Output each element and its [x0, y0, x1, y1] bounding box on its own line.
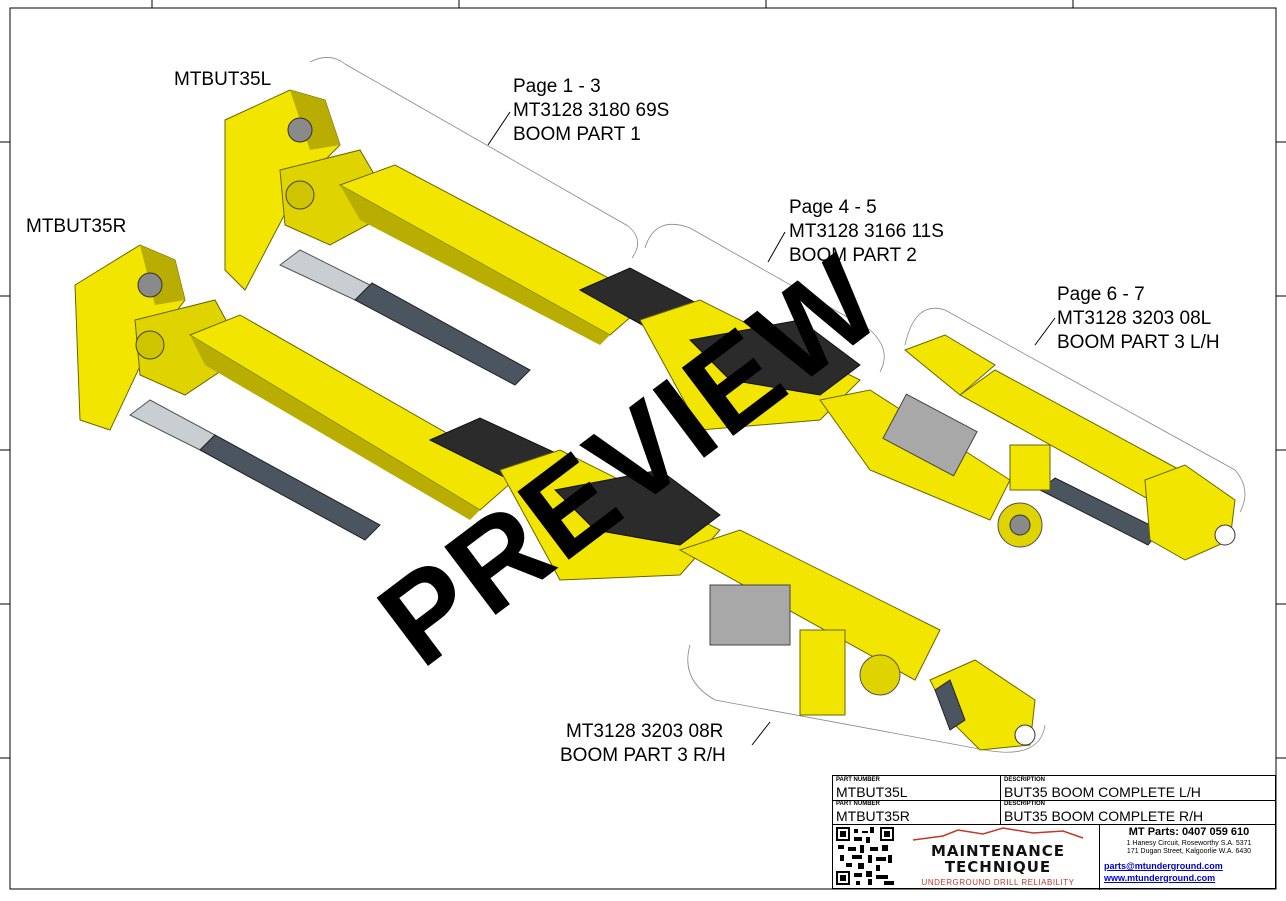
contact-address-1: 1 Hanesy Circuit, Roseworthy S.A. 5371 — [1126, 840, 1252, 847]
logo-line-1: MAINTENANCE — [930, 842, 1066, 860]
contact-phone: MT Parts: 0407 059 610 — [1128, 826, 1250, 838]
part1-pages: Page 1 - 3 — [513, 76, 601, 97]
assembly-label-right: MTBUT35R — [26, 216, 127, 237]
part2-name: BOOM PART 2 — [789, 245, 917, 266]
description-label: DESCRIPTION — [1004, 801, 1046, 807]
part3-lh-bracket — [904, 307, 1246, 513]
email-link[interactable]: parts@mtunderground.com — [1104, 861, 1223, 871]
logo-tagline: UNDERGROUND DRILL RELIABILITY — [921, 878, 1075, 887]
boom-left-assembly — [224, 89, 1043, 548]
part3-lh-number: MT3128 3203 08L — [1057, 308, 1212, 329]
drawing-frame — [9, 7, 1277, 890]
boom-right-assembly — [74, 244, 1036, 751]
company-logo: MAINTENANCE TECHNIQUE UNDERGROUND DRILL … — [903, 826, 1093, 888]
assembly-label-left: MTBUT35L — [174, 69, 272, 90]
part2-bracket — [644, 224, 885, 373]
leader-lines — [487, 111, 1056, 746]
frame-ticks — [0, 0, 1286, 759]
qr-code-icon — [836, 827, 894, 885]
title-row-left: PART NUMBER MTBUT35L DESCRIPTION BUT35 B… — [833, 776, 1275, 801]
part1-number: MT3128 3180 69S — [513, 100, 670, 121]
part-number-label: PART NUMBER — [836, 801, 880, 807]
contact-info: MT Parts: 0407 059 610 1 Hanesy Circuit,… — [1099, 824, 1278, 890]
website-link[interactable]: www.mtunderground.com — [1104, 873, 1216, 883]
title-row-right: PART NUMBER MTBUT35R DESCRIPTION BUT35 B… — [833, 800, 1275, 825]
contact-address-2: 171 Dugan Street, Kalgoorlie W.A. 6430 — [1126, 848, 1252, 855]
description-value: BUT35 BOOM COMPLETE R/H — [1004, 808, 1204, 824]
skyline-icon — [912, 827, 1084, 841]
part-number-value: MTBUT35L — [836, 784, 908, 800]
part2-pages: Page 4 - 5 — [789, 197, 877, 218]
logo-line-2: TECHNIQUE — [944, 858, 1052, 876]
part2-number: MT3128 3166 11S — [789, 221, 944, 242]
part3-rh-number: MT3128 3203 08R — [566, 721, 724, 742]
part1-bracket — [309, 57, 638, 259]
boom-part3-lh — [904, 334, 1236, 561]
part-number-value: MTBUT35R — [836, 808, 910, 824]
title-footer: MAINTENANCE TECHNIQUE UNDERGROUND DRILL … — [833, 824, 1275, 890]
part3-lh-name: BOOM PART 3 L/H — [1057, 332, 1220, 353]
part3-lh-pages: Page 6 - 7 — [1057, 284, 1145, 305]
title-block: PART NUMBER MTBUT35L DESCRIPTION BUT35 B… — [832, 775, 1276, 890]
description-value: BUT35 BOOM COMPLETE L/H — [1004, 784, 1201, 800]
part1-name: BOOM PART 1 — [513, 124, 641, 145]
description-label: DESCRIPTION — [1004, 777, 1046, 783]
part3-rh-name: BOOM PART 3 R/H — [560, 745, 726, 766]
part-number-label: PART NUMBER — [836, 777, 880, 783]
